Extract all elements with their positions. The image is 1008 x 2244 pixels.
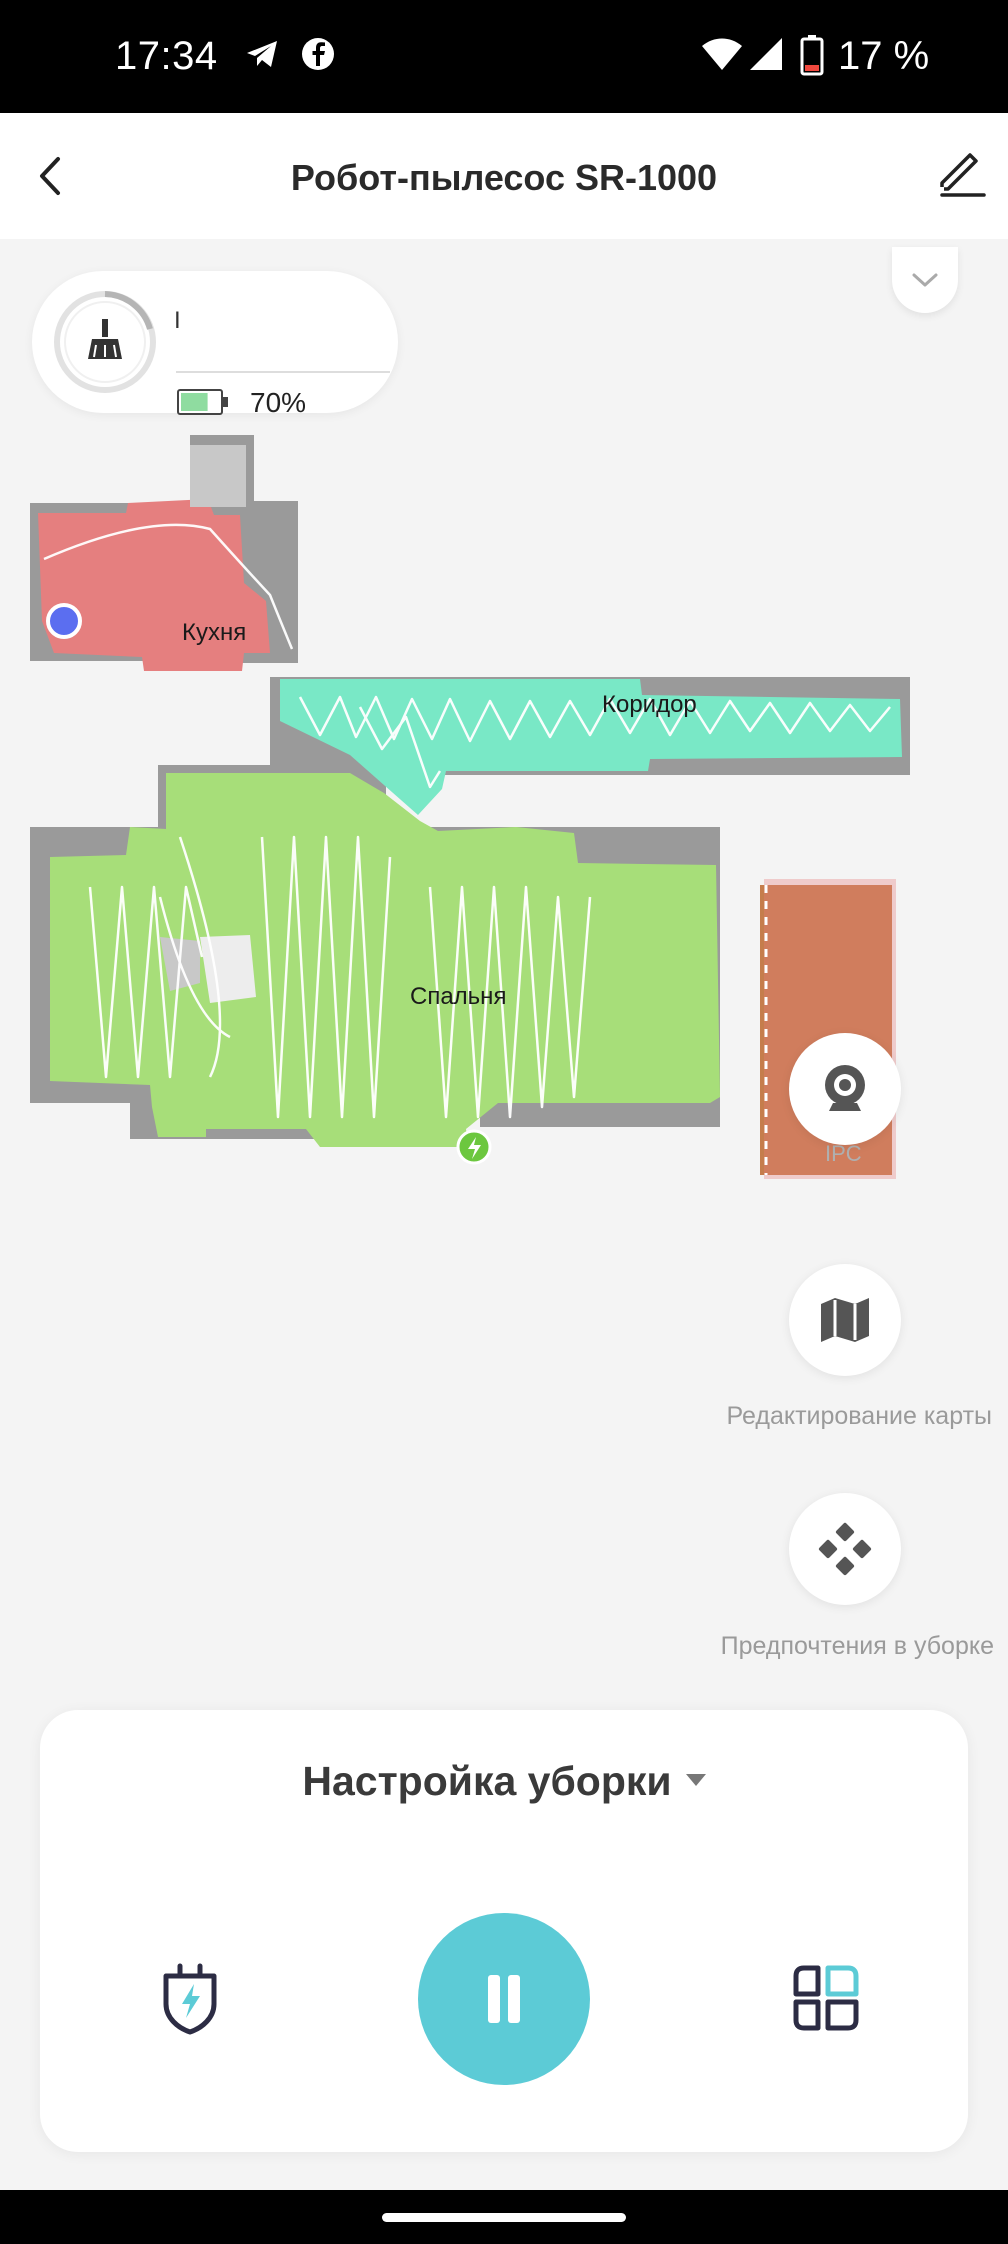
- cleaning-preferences-button[interactable]: [789, 1493, 901, 1605]
- battery-low-icon: [800, 34, 824, 81]
- app-header: Робот-пылесос SR-1000: [0, 113, 1008, 239]
- wifi-icon: [700, 36, 744, 77]
- map-icon: [821, 1298, 869, 1342]
- caret-down-icon: [685, 1774, 706, 1787]
- battery-icon: [176, 388, 230, 416]
- camera-button[interactable]: [789, 1033, 901, 1145]
- system-nav-bar: [0, 2190, 1008, 2244]
- camera-icon: [825, 1065, 865, 1111]
- telegram-icon: [244, 36, 280, 77]
- home-gesture-bar[interactable]: [382, 2213, 626, 2222]
- edit-button[interactable]: [930, 143, 996, 209]
- back-button[interactable]: [24, 143, 90, 209]
- status-time: 17:34: [115, 34, 218, 78]
- dock-charge-icon: [163, 1963, 217, 2035]
- facebook-icon: [300, 36, 336, 77]
- return-to-dock-button[interactable]: [152, 1960, 228, 2036]
- chevron-left-icon: [40, 157, 60, 195]
- cleaning-settings-dropdown[interactable]: Настройка уборки: [40, 1758, 968, 1805]
- edit-map-button[interactable]: [789, 1264, 901, 1376]
- page-title: Робот-пылесос SR-1000: [290, 157, 718, 198]
- room-selection-button[interactable]: [788, 1960, 864, 2036]
- cleaning-settings-label: Настройка уборки: [302, 1758, 672, 1804]
- room-label-bedroom: Спальня: [410, 983, 507, 1010]
- signal-icon: [748, 36, 784, 77]
- room-kitchen[interactable]: [38, 445, 270, 671]
- dock-marker: [456, 1129, 492, 1165]
- status-bar: 17:34 17 %: [0, 0, 1008, 113]
- room-corridor[interactable]: [280, 679, 902, 815]
- mode-ring: [52, 289, 158, 395]
- room-grid-icon: [793, 1965, 859, 2031]
- robot-status-card: I 70%: [32, 271, 398, 418]
- collapse-button[interactable]: [892, 247, 958, 313]
- room-label-kitchen: Кухня: [182, 619, 247, 646]
- chevron-down-icon: [912, 273, 938, 287]
- map-area: I 70%: [0, 239, 1008, 1709]
- room-label-corridor: Коридор: [602, 691, 697, 718]
- battery-level-text: 70%: [250, 387, 307, 418]
- control-panel: Настройка уборки: [40, 1710, 968, 2152]
- status-battery-percent: 17 %: [838, 34, 930, 78]
- broom-icon: [88, 319, 122, 359]
- pause-icon: [488, 1975, 500, 2023]
- pause-button[interactable]: [418, 1913, 590, 2085]
- divider: [176, 371, 390, 373]
- robot-position-marker: [46, 603, 82, 639]
- ipc-label: IPC: [825, 1141, 862, 1166]
- mode-text: I: [174, 307, 181, 334]
- pencil-icon: [940, 153, 986, 197]
- edit-map-label: Редактирование карты: [726, 1402, 992, 1430]
- diamond-dots-icon: [818, 1522, 872, 1576]
- cleaning-preferences-label: Предпочтения в уборке: [720, 1632, 994, 1660]
